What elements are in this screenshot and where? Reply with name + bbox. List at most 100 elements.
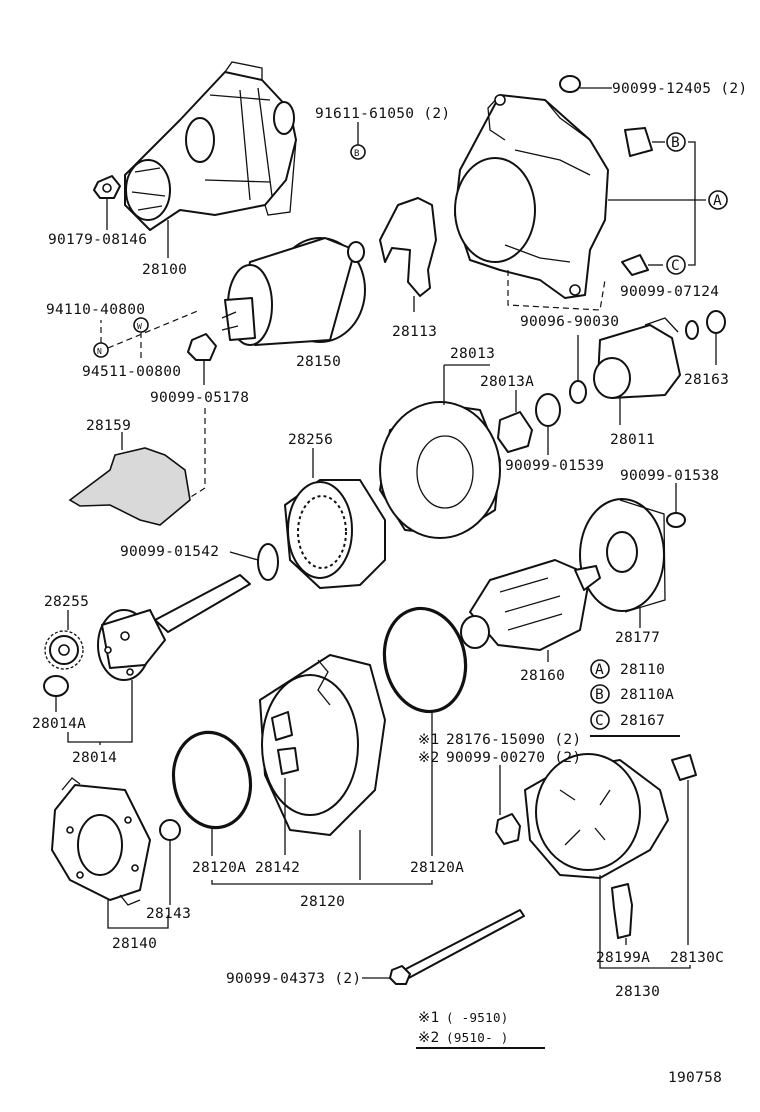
label-28163: 28163 [684, 372, 729, 388]
label-28113: 28113 [392, 324, 437, 340]
label-28199a: 28199A [596, 950, 650, 966]
bushing-28013a-drawing [497, 411, 533, 453]
legend-b-circle-top-icon [666, 132, 686, 152]
small-w-marker: W [137, 322, 142, 331]
label-28256: 28256 [288, 432, 333, 448]
drive-housing-drawing [454, 94, 609, 299]
legend-b-circle-icon [590, 684, 610, 704]
washer-90099-01538-drawing [666, 512, 686, 528]
label-28159: 28159 [86, 418, 131, 434]
label-28011: 28011 [610, 432, 655, 448]
legend-c-part: 28167 [620, 713, 665, 729]
legend-abc: B A C A 28110 B 28110A C 28167 [590, 132, 728, 737]
label-90099-00270: 90099-00270 (2) [446, 750, 581, 766]
legend-a-circle-icon [590, 659, 610, 679]
label-90179-08146: 90179-08146 [48, 232, 147, 248]
o-ring-left-drawing [171, 730, 253, 830]
legend-c-circle-top-icon [666, 255, 686, 275]
note-mark-2: ※2 [418, 750, 439, 766]
small-b-marker: B [354, 149, 360, 159]
label-28014a: 28014A [32, 716, 86, 732]
label-94110-40800: 94110-40800 [46, 302, 145, 318]
magnetic-switch-drawing [221, 237, 366, 346]
o-ring-right-drawing [382, 606, 468, 714]
date-note-2-mark: ※2 [418, 1030, 439, 1046]
ring-90096-drawing [569, 380, 587, 404]
center-bearing-drawing [379, 401, 501, 539]
bolt-90179-drawing [93, 175, 121, 199]
cover-28159-drawing [68, 447, 191, 526]
starter-clutch-drawing [593, 317, 681, 399]
marker-a-top: A [713, 193, 722, 209]
snap-ring-28163-drawing [706, 310, 726, 334]
drive-lever-drawing [379, 197, 437, 297]
label-90099-05178: 90099-05178 [150, 390, 249, 406]
label-28140: 28140 [112, 936, 157, 952]
label-90099-01542: 90099-01542 [120, 544, 219, 560]
legend-b-letter: B [595, 687, 604, 703]
label-28120a-right: 28120A [410, 860, 464, 876]
nut-90099-05178-drawing [187, 333, 217, 361]
label-94511-00800: 94511-00800 [82, 364, 181, 380]
label-28014: 28014 [72, 750, 117, 766]
label-28100: 28100 [142, 262, 187, 278]
legend-b-part: 28110A [620, 687, 674, 703]
label-90099-12405: 90099-12405 (2) [612, 81, 747, 97]
legend-c-circle-icon [590, 710, 610, 730]
spring-28143-drawing [159, 819, 181, 841]
legend-a-letter: A [595, 662, 604, 678]
label-28130: 28130 [615, 984, 660, 1000]
label-90099-01539: 90099-01539 [505, 458, 604, 474]
label-28120: 28120 [300, 894, 345, 910]
plate-28177-drawing [579, 498, 666, 613]
small-n-marker: N [97, 347, 102, 356]
planetary-shaft-drawing [97, 574, 251, 681]
commutator-end-frame-drawing [524, 753, 669, 879]
label-28160: 28160 [520, 668, 565, 684]
label-28142: 28142 [255, 860, 300, 876]
screw-28176-drawing [495, 813, 521, 845]
brush-holder-drawing [51, 777, 151, 906]
bolt-28199a-drawing [611, 883, 633, 939]
label-28150: 28150 [296, 354, 341, 370]
washer-90099-01539-drawing [535, 393, 561, 427]
label-28013: 28013 [450, 346, 495, 362]
label-90099-04373: 90099-04373 (2) [226, 971, 361, 987]
bushing-b-drawing [624, 127, 653, 157]
marker-c-top: C [671, 258, 680, 274]
legend-a-circle-top-icon [708, 190, 728, 210]
washer-90099-01542-drawing [257, 543, 279, 581]
nut-90099-12405-drawing [559, 75, 581, 93]
label-28255: 28255 [44, 594, 89, 610]
label-28177: 28177 [615, 630, 660, 646]
bearing-28014a-drawing [43, 675, 69, 697]
starter-assembly-drawing [124, 61, 297, 231]
part-labels: 91611-61050 (2) 90099-12405 (2) 90179-08… [32, 81, 747, 1000]
label-28013a: 28013A [480, 374, 534, 390]
marker-b-top: B [671, 135, 680, 151]
through-bolt-drawing [399, 909, 525, 981]
label-90099-01538: 90099-01538 [620, 468, 719, 484]
label-28130c: 28130C [670, 950, 724, 966]
label-28143: 28143 [146, 906, 191, 922]
date-note-1-mark: ※1 [418, 1010, 439, 1026]
washer-90099-07124-drawing [685, 320, 699, 340]
internal-gear-drawing [284, 479, 386, 589]
label-90096-90030: 90096-90030 [520, 314, 619, 330]
label-90099-07124: 90099-07124 [620, 284, 719, 300]
plate-c-drawing [621, 254, 649, 276]
legend-c-letter: C [595, 713, 604, 729]
label-28176-15090: 28176-15090 (2) [446, 732, 581, 748]
label-28120a-left: 28120A [192, 860, 246, 876]
note-mark-1: ※1 [418, 732, 439, 748]
pinion-gear-28255-drawing [44, 630, 84, 670]
diagram-number: 190758 [668, 1070, 722, 1086]
legend-a-part: 28110 [620, 662, 665, 678]
nut-w-drawing: N W [93, 317, 149, 358]
bushing-28130c-drawing [671, 754, 697, 781]
date-note-1-range: ( -9510) [446, 1010, 509, 1025]
label-91611-61050: 91611-61050 (2) [315, 106, 450, 122]
armature-drawing [460, 559, 601, 651]
yoke-assembly-drawing [259, 654, 386, 836]
